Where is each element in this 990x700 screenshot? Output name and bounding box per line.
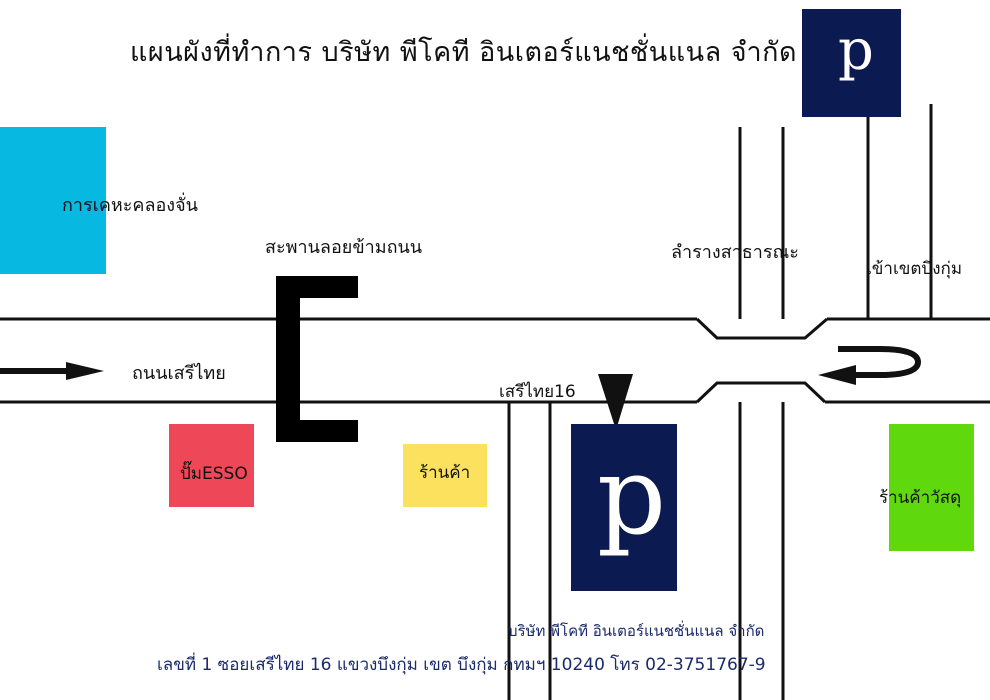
hardware-shop-block (889, 424, 974, 551)
label-public-flume: ลำรางสาธารณะ (671, 242, 799, 263)
shop-block (403, 444, 487, 507)
overpass-icon (276, 276, 358, 442)
page-title: แผนผังที่ทำการ บริษัท พีโคที อินเตอร์แนช… (130, 37, 798, 68)
parking-icon: p (838, 18, 874, 83)
label-hardware-shop: ร้านค้าวัสดุ (879, 488, 962, 508)
label-overpass: สะพานลอยข้ามถนน (265, 237, 423, 258)
down-arrow-icon (598, 374, 633, 430)
footer-company: บริษัท พีโคที อินเตอร์แนชชั่นแนล จำกัด (508, 622, 765, 640)
bridge-upper (695, 317, 828, 340)
label-expressway: การเคหะคลองจั่น (62, 195, 198, 216)
bridge-lower (695, 381, 827, 404)
label-soi: เสรีไทย16 (499, 382, 576, 402)
esso-block (169, 424, 254, 507)
parking-sign-top (802, 9, 901, 117)
label-bueng-kum: เข้าเขตบึงกุ่ม (866, 259, 963, 279)
footer-address: เลขที่ 1 ซอยเสรีไทย 16 แขวงบึงกุ่ม เขต บ… (157, 655, 766, 675)
right-arrow-icon (0, 362, 104, 380)
parking-lot-icon: p (597, 434, 667, 559)
label-road: ถนนเสรีไทย (132, 363, 226, 384)
label-shop: ร้านค้า (419, 463, 471, 483)
u-turn-arrow-icon (818, 346, 922, 385)
label-esso: ปั๊มESSO (180, 464, 248, 484)
parking-lot (571, 424, 677, 591)
expressway-block (0, 127, 106, 274)
